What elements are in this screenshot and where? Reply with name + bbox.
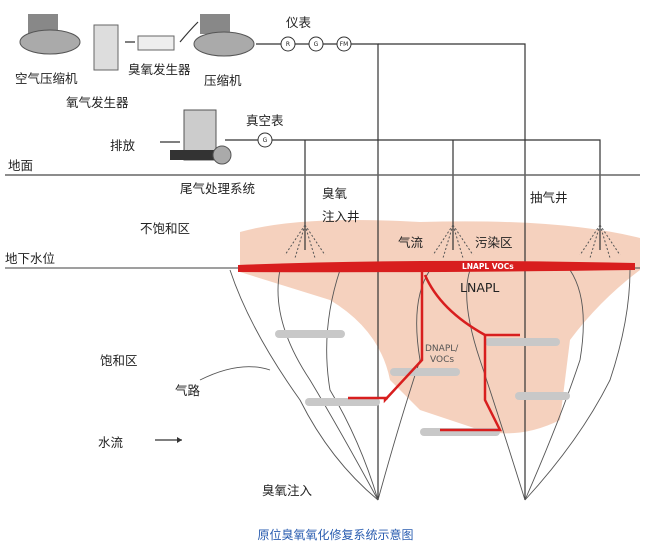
- label-dnapl: DNAPL/: [425, 344, 459, 354]
- label-air-compressor: 空气压缩机: [15, 71, 78, 86]
- label-vocs: VOCs: [430, 355, 455, 365]
- label-ozone: 臭氧: [322, 186, 348, 201]
- label-compressor: 压缩机: [204, 73, 242, 88]
- label-contamination-zone: 污染区: [475, 235, 513, 250]
- lnapl-layer: [238, 260, 635, 273]
- gauge-label: R: [286, 41, 290, 48]
- label-vadose-zone: 不饱和区: [140, 221, 191, 236]
- label-lnapl-vocs: LNAPL VOCs: [462, 262, 514, 271]
- gauge-label: G: [314, 41, 319, 48]
- gauge-label: G: [263, 137, 268, 144]
- label-saturated-zone: 饱和区: [100, 353, 138, 368]
- label-airflow: 气流: [398, 235, 424, 250]
- oxygen-generator-icon: [93, 24, 119, 71]
- contamination-zone: [240, 219, 640, 434]
- label-air-path: 气路: [175, 383, 201, 398]
- label-exhaust: 排放: [110, 138, 136, 153]
- ozone-generator-icon: [137, 35, 175, 51]
- flowmeter-icon: [336, 36, 352, 52]
- gauge-icon: [280, 36, 296, 52]
- label-offgas-treatment: 尾气处理系统: [180, 181, 256, 196]
- offgas-treatment-icon: [170, 109, 232, 165]
- label-vacuum-gauge: 真空表: [246, 113, 284, 128]
- label-ozone-injection: 臭氧注入: [262, 483, 313, 498]
- label-water-table: 地下水位: [5, 251, 56, 266]
- air-compressor-icon: [19, 14, 81, 55]
- label-ground: 地面: [8, 158, 34, 173]
- label-ozone-generator: 臭氧发生器: [128, 62, 191, 77]
- gauge-label: FM: [340, 41, 349, 48]
- label-injection-well: 注入井: [322, 209, 360, 224]
- label-lnapl: LNAPL: [460, 280, 500, 295]
- label-oxygen-generator: 氧气发生器: [66, 95, 129, 110]
- gauge-icon: [308, 36, 324, 52]
- label-water-flow: 水流: [98, 435, 124, 450]
- figure-caption: 原位臭氧氧化修复系统示意图: [257, 528, 414, 542]
- gauges: [257, 36, 352, 148]
- label-instruments: 仪表: [286, 15, 312, 30]
- label-extraction-well: 抽气井: [530, 190, 568, 205]
- vacuum-gauge-icon: [257, 132, 273, 148]
- compressor-icon: [193, 14, 255, 57]
